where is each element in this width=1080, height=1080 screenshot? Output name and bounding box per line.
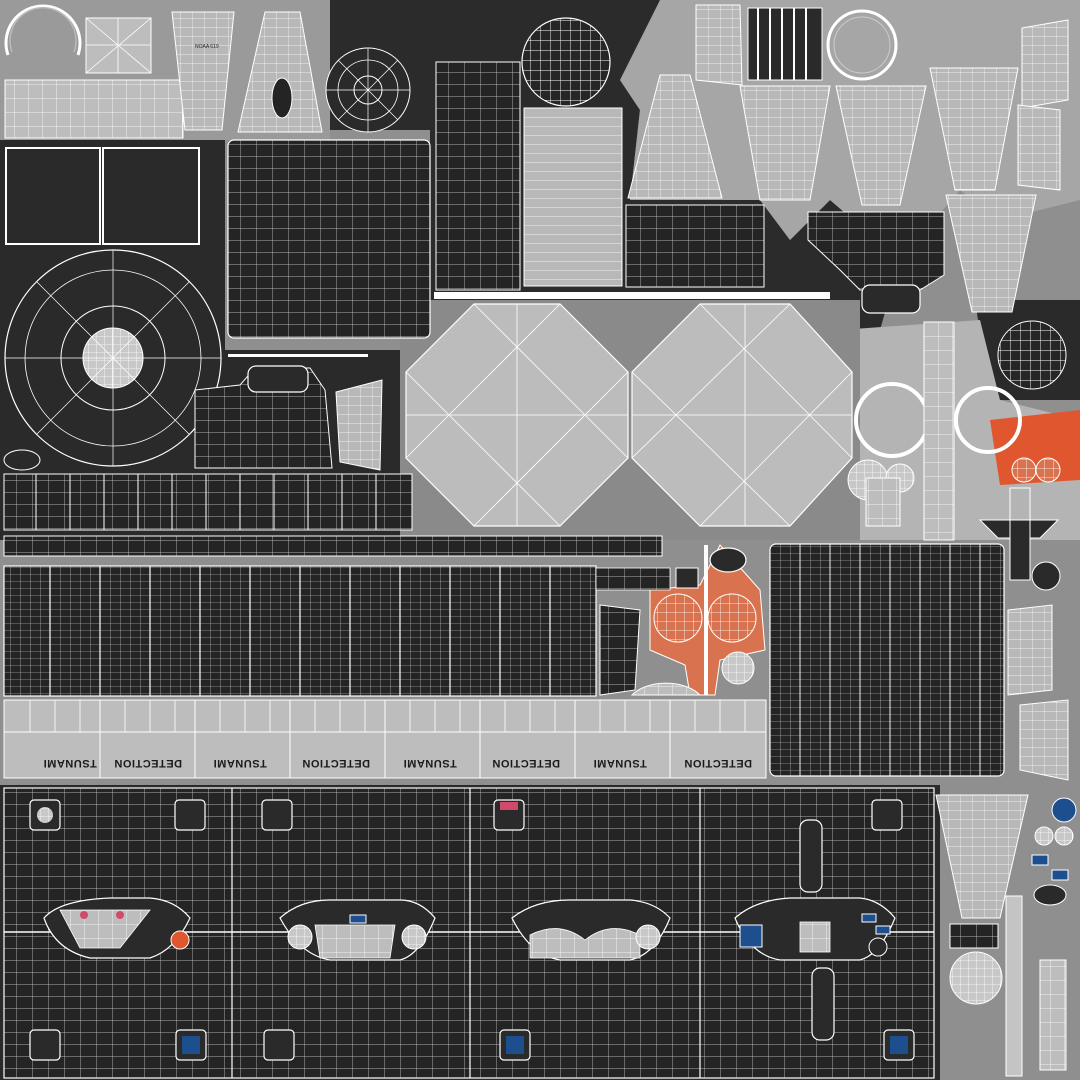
- sensor-cluster: [595, 544, 766, 696]
- banner-text-row: TSUNAMI DETECTION TSUNAMI DETECTION TSUN…: [43, 757, 752, 769]
- banner-text-2: DETECTION: [114, 757, 182, 769]
- right-column-islands: [935, 604, 1077, 1077]
- banner-text-4: DETECTION: [302, 757, 370, 769]
- bottom-body-grid: [3, 787, 935, 1079]
- mid-small-islands: [194, 354, 383, 471]
- dark-square-panel: [769, 543, 1005, 777]
- banner-text-1: TSUNAMI: [43, 757, 97, 769]
- trapezoid-islands: [739, 67, 1037, 314]
- plate-label: NOAA 619: [195, 44, 219, 50]
- top-center-islands: [227, 4, 1069, 339]
- banner-text-3: TSUNAMI: [213, 757, 267, 769]
- banner-text-8: DETECTION: [684, 757, 752, 769]
- banner-text-5: TSUNAMI: [403, 757, 457, 769]
- banner-text-7: TSUNAMI: [593, 757, 647, 769]
- right-mid-islands: [847, 320, 1067, 591]
- horizontal-strips: [3, 473, 767, 779]
- radial-island: [3, 249, 222, 471]
- octagon-islands: [405, 303, 853, 527]
- top-left-islands: NOAA 619: [4, 4, 411, 245]
- banner-text-6: DETECTION: [492, 757, 560, 769]
